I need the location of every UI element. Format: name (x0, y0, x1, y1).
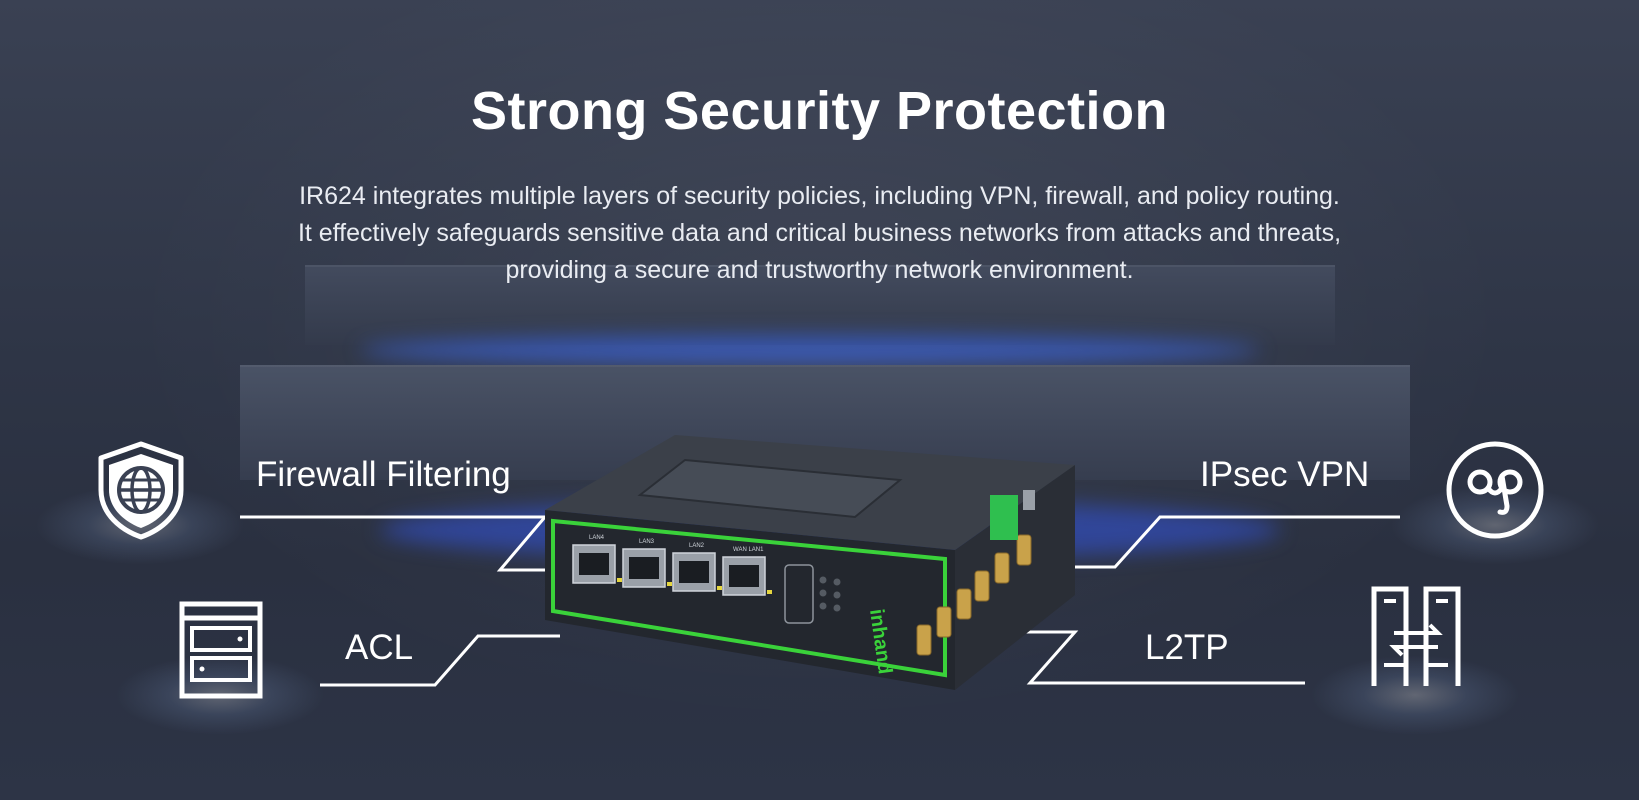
upper-platform (305, 265, 1335, 345)
description: IR624 integrates multiple layers of secu… (160, 178, 1479, 289)
port-label: LAN4 (589, 535, 605, 541)
firewall-filtering-label: Firewall Filtering (256, 455, 511, 494)
port-label: LAN3 (639, 539, 655, 545)
ipsec-vpn-label: IPsec VPN (1200, 455, 1370, 494)
page-title: Strong Security Protection (470, 81, 1169, 141)
port-label: LAN2 (689, 543, 705, 549)
server-cabinet-icon (179, 601, 263, 699)
ipsec-connector (1055, 515, 1400, 569)
l2tp-icon-halo (1310, 655, 1520, 735)
ir624-router-image: LAN4 LAN3 LAN2 WAN LAN1 inhand (545, 435, 1075, 690)
description-line: providing a secure and trustworthy netwo… (505, 256, 1134, 284)
acl-label: ACL (345, 628, 414, 667)
description-line: IR624 integrates multiple layers of secu… (299, 182, 1340, 210)
shield-globe-icon (98, 441, 184, 540)
description-line: It effectively safeguards sensitive data… (297, 219, 1342, 247)
vpn-link-icon (1446, 441, 1544, 539)
l2tp-label: L2TP (1145, 628, 1229, 667)
l2tp-connector (1010, 630, 1305, 685)
port-label: WAN LAN1 (733, 547, 764, 553)
ipsec-icon-halo (1390, 485, 1600, 565)
tunnel-exchange-icon (1371, 586, 1461, 686)
firewall-connector (240, 515, 555, 572)
acl-connector (320, 634, 560, 687)
platform-glow (360, 335, 1260, 365)
